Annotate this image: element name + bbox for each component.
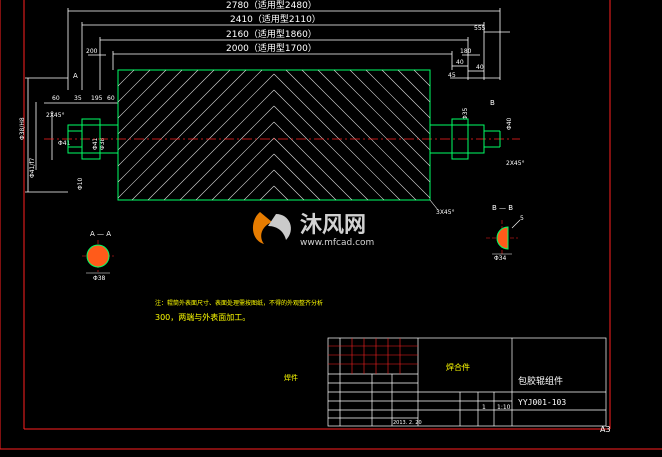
section-bb-view — [486, 219, 521, 256]
chamfer-right-label: 2X45° — [506, 160, 525, 167]
hatch-line — [117, 69, 167, 119]
dim-right-180: 180 — [460, 48, 472, 55]
dim-2780: 2780（适用型2480） — [226, 0, 317, 11]
note-line-1: 注：辊筒外表面尺寸、表面处理需按图纸，不得的外观整齐分析 — [155, 299, 323, 307]
vertical-dim-2: Φ41/f7 — [29, 158, 36, 178]
dim-left-l4: 60 — [107, 95, 115, 102]
vertical-dim-1: Φ38/H8 — [19, 117, 26, 140]
hatch-line — [301, 69, 431, 199]
hatch-line — [273, 185, 289, 201]
hatch-line — [211, 137, 275, 201]
dim-2160: 2160（适用型1860） — [226, 29, 317, 40]
section-marker-b-top: B — [490, 99, 495, 107]
vertical-dim-5: Φ35 — [462, 107, 469, 120]
diameter-main-label: Φ10 — [77, 177, 84, 190]
vertical-dim-4: Φ38 — [99, 137, 106, 150]
dim-left-l2: 35 — [74, 95, 82, 102]
hatch-line — [131, 69, 263, 201]
hatch-line — [349, 69, 431, 151]
title-date: 2013. 2. 20 — [393, 420, 422, 426]
hatch-line — [195, 121, 275, 201]
vertical-dim-3: Φ41 — [92, 137, 99, 150]
watermark-logo-icon — [252, 212, 272, 244]
hatch-line — [163, 89, 275, 201]
note-line-2: 300，两端与外表面加工。 — [155, 312, 250, 322]
section-marker-a-top: A — [73, 72, 78, 80]
hatch-line — [381, 69, 431, 119]
hatch-line — [117, 69, 151, 103]
hatch-line — [227, 153, 275, 201]
hatch-line — [365, 69, 431, 135]
hatch-line — [117, 69, 247, 199]
hatch-line — [413, 69, 431, 87]
title-block-redgrid — [328, 338, 418, 374]
hatch-line — [273, 137, 337, 201]
watermark: 沐风网 www.mfcad.com — [252, 212, 374, 248]
hatch-line — [317, 69, 431, 183]
hatch-line — [259, 185, 275, 201]
title-drawing-no: YYJ001-103 — [518, 398, 566, 407]
hatch-line — [117, 69, 215, 167]
section-aa-dim: Φ38 — [93, 275, 106, 282]
dim-2410: 2410（适用型2110） — [230, 14, 321, 25]
chamfer-bottom-label: 3X45° — [436, 209, 455, 216]
vertical-dim-6: Φ40 — [506, 117, 513, 130]
dim-2000: 2000（适用型1700） — [226, 43, 317, 54]
title-block-grid — [327, 337, 607, 427]
dim-right-555: 555 — [474, 25, 486, 32]
hatch-line — [333, 69, 431, 167]
hatch-line — [285, 69, 417, 201]
section-bb-title: B — B — [492, 204, 513, 212]
left-dim-lines — [25, 77, 118, 193]
hatch-line — [273, 73, 401, 201]
hatch-line — [117, 69, 135, 87]
hatch-line — [273, 169, 305, 201]
watermark-url: www.mfcad.com — [300, 238, 374, 248]
diameter-left-label: Φ41 — [58, 140, 71, 147]
dim-right-45: 45 — [448, 72, 456, 79]
dim-right-40a: 40 — [456, 59, 464, 66]
dim-right-40b: 40 — [476, 64, 484, 71]
hatch-line — [243, 169, 275, 201]
hatch-line — [273, 121, 353, 201]
roller-hatch — [117, 69, 431, 201]
hatch-line — [273, 105, 369, 201]
watermark-brand: 沐风网 — [300, 213, 366, 238]
left-label: 焊件 — [284, 373, 298, 382]
title-scale: 1:10 — [497, 404, 511, 411]
chamfer-bottom-leader — [429, 199, 439, 211]
hatch-line — [397, 69, 431, 103]
section-bb-dim: Φ34 — [494, 255, 507, 262]
hatch-line — [117, 69, 199, 151]
dim-left-l1: 60 — [52, 95, 60, 102]
section-aa-title: A — A — [90, 230, 111, 238]
hatch-line — [179, 105, 275, 201]
hatch-line — [117, 69, 183, 135]
title-part-name: 包胶辊组件 — [518, 375, 563, 387]
sheet-size-label: A3 — [600, 425, 611, 434]
title-sheet: 1 — [482, 404, 486, 411]
chamfer-left-label: 2X45° — [46, 112, 65, 119]
title-name: 焊合件 — [446, 362, 470, 372]
section-aa-view — [82, 240, 114, 274]
hatch-line — [147, 73, 275, 201]
hatch-line — [273, 89, 385, 201]
dim-left-l3: 195 — [91, 95, 103, 102]
right-shaft — [429, 118, 501, 160]
section-bb-side: 5 — [520, 215, 524, 222]
hatch-line — [117, 69, 231, 183]
hatch-line — [273, 153, 321, 201]
dim-left-200: 200 — [86, 48, 98, 55]
dimension-lines — [67, 8, 510, 90]
left-shaft — [67, 118, 119, 160]
